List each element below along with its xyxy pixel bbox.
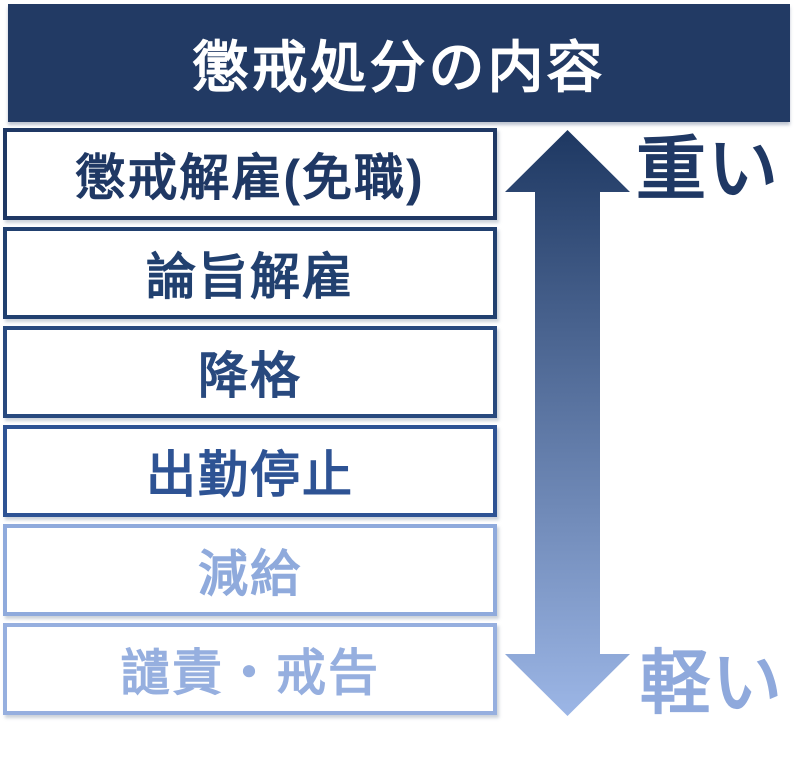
penalty-box-suspension: 出勤停止	[3, 425, 497, 517]
penalty-label: 懲戒解雇(免職)	[75, 150, 425, 206]
penalty-box-demotion: 降格	[3, 326, 497, 418]
severity-double-arrow-icon	[505, 130, 630, 716]
diagram-title-banner: 懲戒処分の内容	[8, 4, 790, 122]
penalty-label: 出勤停止	[146, 447, 354, 503]
penalty-label: 降格	[198, 348, 302, 404]
severity-label-light: 軽い	[640, 644, 784, 722]
penalty-label: 論旨解雇	[146, 249, 354, 305]
penalty-box-pay-cut: 減給	[3, 524, 497, 616]
double-arrow-svg	[505, 130, 630, 716]
diagram-title: 懲戒処分の内容	[192, 35, 606, 99]
penalty-list: 懲戒解雇(免職) 論旨解雇 降格 出勤停止 減給 譴責・戒告	[3, 128, 497, 715]
penalty-box-advised-dismissal: 論旨解雇	[3, 227, 497, 319]
penalty-box-dismissal: 懲戒解雇(免職)	[3, 128, 497, 220]
penalty-label: 減給	[198, 546, 302, 602]
double-arrow-shape	[505, 130, 630, 716]
severity-label-heavy: 重い	[636, 130, 780, 208]
penalty-box-reprimand: 譴責・戒告	[3, 623, 497, 715]
penalty-label: 譴責・戒告	[120, 645, 380, 701]
